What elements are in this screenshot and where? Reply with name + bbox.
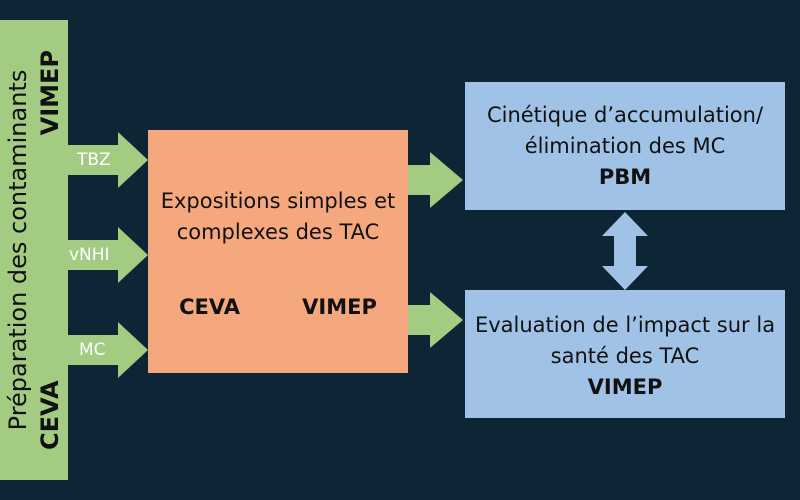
kinetics-line2: élimination des MC [524, 134, 726, 158]
input-label-vnhi: vNHI [69, 245, 110, 265]
double-arrow [602, 212, 648, 290]
kinetics-lab: PBM [598, 165, 652, 189]
arrow-to-kinetics [408, 152, 463, 208]
evaluation-lab: VIMEP [587, 375, 663, 399]
evaluation-text: Evaluation de l’impact sur la santé des … [465, 310, 785, 403]
exposure-line1: Expositions simples et [160, 189, 396, 213]
input-label-tbz: TBZ [77, 150, 111, 170]
kinetics-box: Cinétique d’accumulation/ élimination de… [465, 82, 785, 210]
kinetics-line1: Cinétique d’accumulation/ [486, 103, 764, 127]
preparation-bar: Préparation des contaminants CEVA VIMEP [0, 20, 68, 480]
exposure-labs: CEVA VIMEP [148, 295, 408, 319]
arrow-to-evaluation [408, 292, 463, 348]
arrow-vnhi [68, 227, 148, 283]
exposure-box: Expositions simples et complexes des TAC… [148, 130, 408, 373]
exposure-lab-ceva: CEVA [179, 295, 240, 319]
exposure-lab-vimep: VIMEP [302, 295, 377, 319]
evaluation-line1: Evaluation de l’impact sur la [474, 313, 776, 337]
evaluation-line2: santé des TAC [550, 344, 700, 368]
arrow-mc [68, 322, 148, 378]
evaluation-box: Evaluation de l’impact sur la santé des … [465, 290, 785, 418]
arrow-tbz [68, 132, 148, 188]
exposure-title: Expositions simples et complexes des TAC [148, 186, 408, 248]
exposure-line2: complexes des TAC [176, 220, 380, 244]
input-label-mc: MC [79, 340, 106, 360]
kinetics-text: Cinétique d’accumulation/ élimination de… [465, 100, 785, 193]
